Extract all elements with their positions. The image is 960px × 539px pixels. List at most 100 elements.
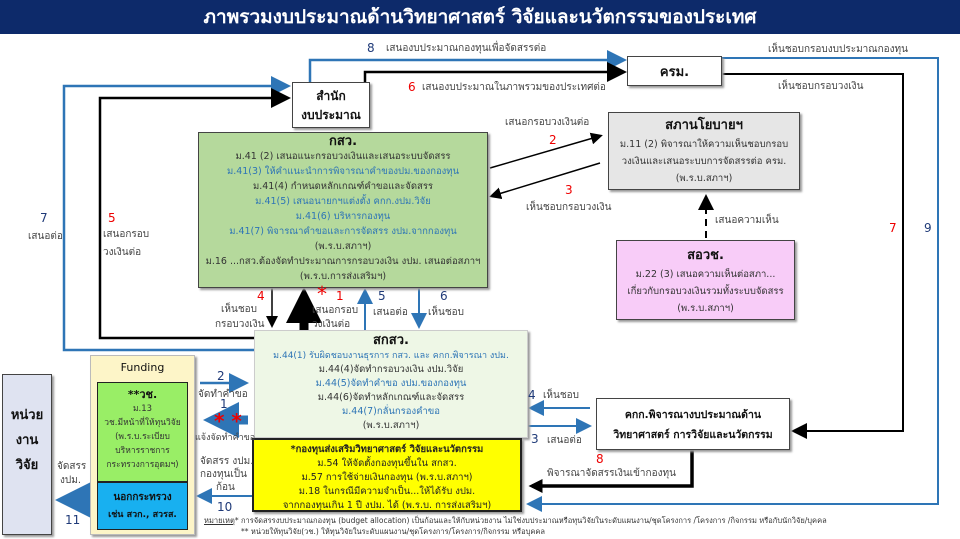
pmu-title: **วช.	[127, 388, 158, 401]
footnote-2: ** หน่วยให้ทุนวิจัย(วช.) ให้ทุนวิจัยในระ…	[241, 527, 545, 536]
step-3-right-label: เสนอต่อ	[547, 435, 582, 446]
step-6-top-label: เสนองบประมาณในภาพรวมของประเทศต่อ	[422, 82, 606, 93]
fund-line: ม.54 ให้จัดตั้งกองทุนขึ้นใน สกสว.	[317, 458, 457, 469]
committee-line: วิทยาศาสตร์ การวิจัยและนวัตกรรม	[613, 429, 773, 441]
funding-title: Funding	[120, 361, 165, 374]
kasaw-line: ม.41 (2) เสนอแนะกรอบวงเงินและเสนอระบบจัด…	[235, 151, 451, 162]
budget-bureau-box: สำนัก งบประมาณ	[292, 82, 370, 128]
step-8-bottom-label: พิจารณาจัดสรรเงินเข้ากองทุน	[547, 468, 676, 479]
step-4-mid-number: 4	[257, 289, 265, 303]
step-11-label: จัดสรร	[57, 461, 87, 472]
fund-line: ม.57 การใช้จ่ายเงินกองทุน (พ.ร.บ.สภาฯ)	[301, 472, 473, 483]
outside-ministry-line: เช่น สวก., สวรส.	[108, 510, 177, 520]
step-5-left-label: วงเงินต่อ	[103, 247, 142, 258]
tsri-line: ม.44(7)กลั่นกรองคำขอ	[342, 406, 440, 417]
outside-ministry-box: นอกกระทรวง เช่น สวก., สวรส.	[97, 482, 188, 530]
step-8-top-label: เสนองบประมาณกองทุนเพื่อจัดสรรต่อ	[386, 43, 547, 54]
step-3-right-number: 3	[531, 432, 539, 446]
step-3-policy-label: เห็นชอบกรอบวงเงิน	[526, 202, 612, 213]
double-star-icon: * *	[214, 409, 242, 433]
fund-title: *กองทุนส่งเสริมวิทยาศาสตร์ วิจัยและนวัตก…	[290, 444, 484, 455]
step-8-top-number: 8	[367, 41, 375, 55]
arrow-6-top	[363, 62, 627, 82]
pmu-line: วช.มีหน้าที่ให้ทุนวิจัย	[104, 418, 181, 428]
step-10-fund-number: 10	[217, 500, 233, 514]
arrow-7-left	[62, 76, 291, 352]
policy-council-line: วงเงินและเสนอระบบการจัดสรรต่อ ครม.	[621, 156, 787, 167]
step-3-policy-number: 3	[565, 183, 573, 197]
policy-council-box: สภานโยบายฯ ม.11 (2) พิจารณาให้ความเห็นชอ…	[608, 112, 800, 190]
step-2-policy-label: เสนอกรอบวงเงินต่อ	[505, 117, 590, 128]
budget-bureau-label-2: งบประมาณ	[301, 108, 361, 122]
step-2-fund-number: 2	[217, 369, 225, 383]
arrow-2-policy	[489, 132, 603, 169]
committee-line: คกก.พิจารณางบประมาณด้าน	[624, 409, 762, 421]
nxpo-line: ม.22 (3) เสนอความเห็นต่อสภา...	[635, 269, 776, 280]
kasaw-line: ม.41(4) กำหนดหลักเกณฑ์คำขอและจัดสรร	[252, 181, 434, 192]
step-5-mid-number: 5	[378, 289, 386, 303]
step-5-left-number: 5	[108, 211, 116, 225]
fund-box: *กองทุนส่งเสริมวิทยาศาสตร์ วิจัยและนวัตก…	[252, 438, 522, 512]
kasaw-box: กสว. ม.41 (2) เสนอแนะกรอบวงเงินและเสนอระ…	[198, 132, 488, 288]
step-4-mid-label: กรอบวงเงิน	[215, 319, 265, 330]
step-4-mid-label: เห็นชอบ	[221, 304, 257, 315]
nxpo-title: สอวช.	[687, 248, 724, 263]
step-5-left-label: เสนอกรอบ	[103, 229, 150, 240]
pmu-line: กระทรวงการอุดมฯ)	[106, 460, 179, 470]
step-10-fund-label: จัดสรร งปม.	[200, 456, 254, 467]
arrow-5-left	[98, 88, 291, 340]
policy-council-title: สภานโยบายฯ	[665, 118, 743, 133]
kasaw-line: ม.16 ...กสว.ต้องจัดทำประมาณการกรอบวงเงิน…	[205, 256, 481, 267]
step-1-mid-label: เสนอกรอบ	[312, 305, 359, 316]
arrow-7-right	[722, 73, 904, 439]
step-6-mid-number: 6	[440, 289, 448, 303]
approve-fund-label: เห็นชอบกรอบงบประมาณกองทุน	[768, 44, 908, 55]
policy-council-line: (พ.ร.บ.สภาฯ)	[675, 173, 733, 184]
step-2-policy-number: 2	[549, 133, 557, 147]
cabinet-box: ครม.	[627, 56, 722, 86]
step-8-bottom-number: 8	[596, 452, 604, 466]
fund-line: ม.18 ในกรณีมีความจำเป็น...ให้ได้รับ งปม.	[298, 486, 476, 497]
step-6-top-number: 6	[408, 80, 416, 94]
kasaw-title: กสว.	[328, 134, 358, 149]
research-unit-line: วิจัย	[15, 458, 39, 473]
committee-box: คกก.พิจารณางบประมาณด้าน วิทยาศาสตร์ การว…	[596, 398, 790, 450]
tsri-box: สกสว. ม.44(1) รับผิดชอบงานธุรการ กสว. แล…	[254, 330, 528, 438]
fund-line: จากกองทุนเกิน 1 ปี งปม. ได้ (พ.ร.บ. การส…	[282, 500, 492, 511]
step-1-fund-number: 1	[220, 397, 228, 411]
pmu-line: บริหารราชการ	[115, 446, 170, 456]
arrow-8-top	[308, 50, 627, 82]
kasaw-line: (พ.ร.บ.สภาฯ)	[314, 241, 372, 252]
arrow-3-policy	[489, 162, 601, 200]
kasaw-line: ม.41(3) ให้คำแนะนำการพิจารณาคำของปม.ของก…	[226, 166, 460, 177]
nxpo-line: (พ.ร.บ.สภาฯ)	[677, 303, 734, 314]
step-7-left-label: เสนอต่อ	[28, 231, 63, 242]
tsri-line: ม.44(5)จัดทำคำขอ งปม.ของกองทุน	[315, 378, 467, 389]
kasaw-line: ม.41(6) บริหารกองทุน	[295, 211, 391, 222]
step-11-label: งปม.	[60, 475, 82, 486]
step-4-right-label: เห็นชอบ	[543, 390, 579, 401]
star-icon: *	[317, 282, 327, 306]
step-1-fund-label: แจ้งจัดทำคำขอ	[195, 433, 256, 443]
research-unit-line: งาน	[15, 433, 39, 448]
nxpo-line: เกี่ยวกับกรอบวงเงินรวมทั้งระบบจัดสรร	[627, 286, 784, 297]
pmu-line: (พ.ร.บ.ระเบียบ	[115, 432, 170, 442]
tsri-line: (พ.ร.บ.สภาฯ)	[362, 420, 420, 431]
step-7-left-number: 7	[40, 211, 48, 225]
kasaw-line: (พ.ร.บ.การส่งเสริมฯ)	[299, 271, 387, 282]
step-2-fund-label: จัดทำคำขอ	[198, 389, 248, 400]
funding-box: Funding **วช. ม.13 วช.มีหน้าที่ให้ทุนวิจ…	[90, 355, 195, 535]
tsri-line: ม.44(1) รับผิดชอบงานธุรการ กสว. และ คกก.…	[273, 351, 509, 361]
step-6-mid-label: เห็นชอบ	[428, 307, 464, 318]
tsri-line: ม.44(4)จัดทำกรอบวงเงิน งปม.วิจัย	[318, 364, 464, 375]
pmu-line: ม.13	[132, 404, 153, 414]
policy-council-line: ม.11 (2) พิจารณาให้ความเห็นชอบกรอบ	[619, 139, 789, 150]
step-1-mid-number: 1	[336, 289, 344, 303]
step-4-right-number: 4	[528, 388, 536, 402]
kasaw-line: ม.41(5) เสนอนายกฯแต่งตั้ง คกก.งปม.วิจัย	[255, 196, 431, 207]
tsri-line: ม.44(6)จัดทำหลักเกณฑ์และจัดสรร	[317, 392, 465, 403]
footnote-1-text: * การจัดสรรงบประมาณกองทุน (budget alloca…	[234, 516, 827, 525]
research-unit-line: หน่วย	[10, 408, 44, 423]
step-7-right-number: 7	[889, 221, 897, 235]
